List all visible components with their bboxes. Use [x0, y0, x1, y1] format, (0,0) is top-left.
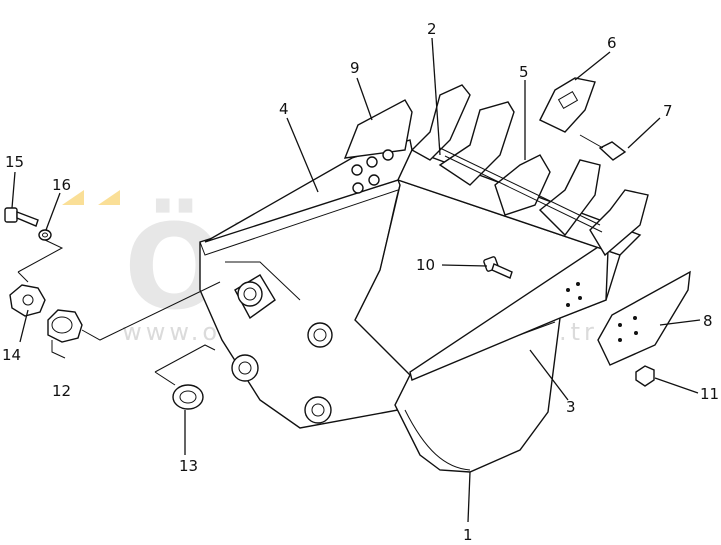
callout-14: 14 — [2, 346, 21, 364]
callout-4: 4 — [279, 100, 289, 118]
callouts: 1 2 3 4 5 6 7 8 9 10 11 12 13 14 15 16 — [2, 20, 719, 544]
tooth-pin — [579, 134, 627, 161]
tooth-4 — [589, 189, 649, 257]
watermark-accent-left — [62, 190, 84, 205]
callout-9: 9 — [350, 59, 360, 77]
callout-16: 16 — [52, 176, 71, 194]
callout-3: 3 — [566, 398, 576, 416]
assembly-lines — [17, 239, 221, 386]
tooth-3 — [538, 159, 601, 237]
bolt-15 — [4, 207, 39, 227]
teeth-row — [410, 84, 649, 257]
callout-6: 6 — [607, 34, 617, 52]
leader-lines — [11, 37, 701, 523]
bucket-body — [199, 179, 621, 473]
callout-2: 2 — [427, 20, 437, 38]
callout-15: 15 — [5, 153, 24, 171]
callout-7: 7 — [663, 102, 673, 120]
callout-11: 11 — [700, 385, 719, 403]
tooth-2 — [438, 101, 515, 186]
nut-11 — [635, 365, 655, 387]
callout-10: 10 — [416, 256, 435, 274]
callout-13: 13 — [179, 457, 198, 475]
retainer-14 — [9, 284, 46, 317]
bushing-12 — [47, 309, 83, 343]
washer-16 — [38, 229, 52, 241]
callout-5: 5 — [519, 63, 529, 81]
callout-8: 8 — [703, 312, 713, 330]
tooth-1 — [410, 84, 471, 161]
side-cutter — [597, 270, 691, 366]
tooth-exploded — [539, 77, 596, 133]
callout-12: 12 — [52, 382, 71, 400]
bushing-13 — [172, 384, 204, 410]
watermark-accent-right — [98, 190, 120, 205]
wear-plate — [343, 99, 413, 194]
pin-bosses — [231, 274, 333, 424]
callout-1: 1 — [463, 526, 473, 541]
